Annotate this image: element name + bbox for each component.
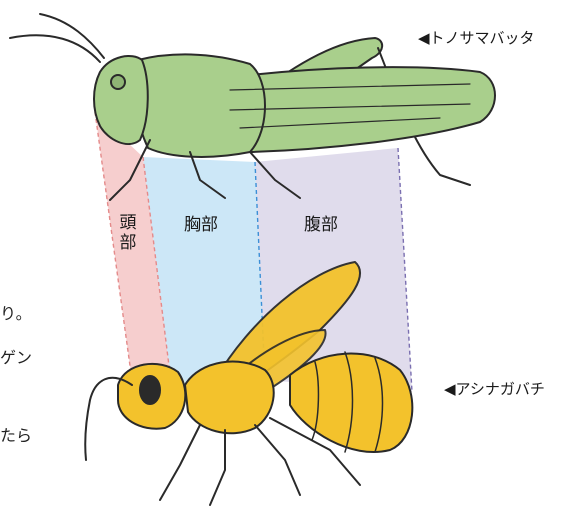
wasp-eye xyxy=(140,376,160,404)
head-label-top: 頭 xyxy=(120,213,137,233)
grasshopper-body xyxy=(135,54,265,157)
grasshopper-head xyxy=(94,56,148,144)
thorax-label: 胸部 xyxy=(184,216,218,236)
cut-off-text-line-1: り。 xyxy=(0,300,32,324)
abdomen-label: 腹部 xyxy=(304,216,338,236)
wasp-label: ◀アシナガバチ xyxy=(444,381,545,398)
grasshopper-eye xyxy=(111,75,125,89)
wasp-thorax xyxy=(185,362,274,434)
head-label-bottom: 部 xyxy=(120,233,137,253)
grasshopper-label: ◀トノサマバッタ xyxy=(418,30,535,47)
cut-off-text-line-3: たら xyxy=(0,422,32,446)
head-label: 頭 部 xyxy=(119,214,137,253)
wasp-abdomen xyxy=(290,354,412,452)
grasshopper-antenna xyxy=(10,14,104,62)
cut-off-text-line-2: ゲン xyxy=(0,344,32,368)
